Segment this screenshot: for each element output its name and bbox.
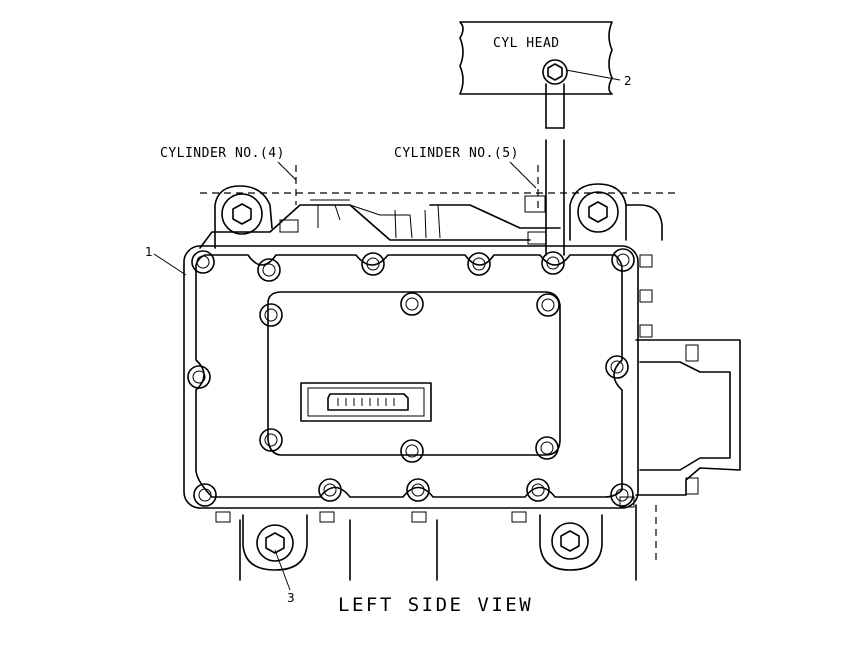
cylinder-4-leader xyxy=(277,161,297,181)
cyl-head-label: CYL HEAD xyxy=(493,36,560,51)
inner-plate-bolts xyxy=(259,292,560,463)
ecm-housing xyxy=(183,245,639,509)
engine-block-background xyxy=(199,183,680,581)
cover-bolts xyxy=(187,248,635,507)
cylinder-head-box xyxy=(459,21,613,95)
callout-3: 3 xyxy=(287,591,295,605)
leader-1 xyxy=(153,253,187,276)
ecm-connector xyxy=(300,382,432,422)
cylinder-5-leader xyxy=(509,161,537,189)
cylinder-4-label: CYLINDER NO.(4) xyxy=(160,146,285,161)
view-title: LEFT SIDE VIEW xyxy=(338,594,533,616)
head-bolt-2 xyxy=(542,59,568,256)
leader-3 xyxy=(274,549,291,591)
callout-1: 1 xyxy=(145,245,153,259)
leader-2 xyxy=(565,69,621,81)
callout-2: 2 xyxy=(624,74,632,88)
side-connector-housing xyxy=(635,339,741,496)
cylinder-5-label: CYLINDER NO.(5) xyxy=(394,146,519,161)
